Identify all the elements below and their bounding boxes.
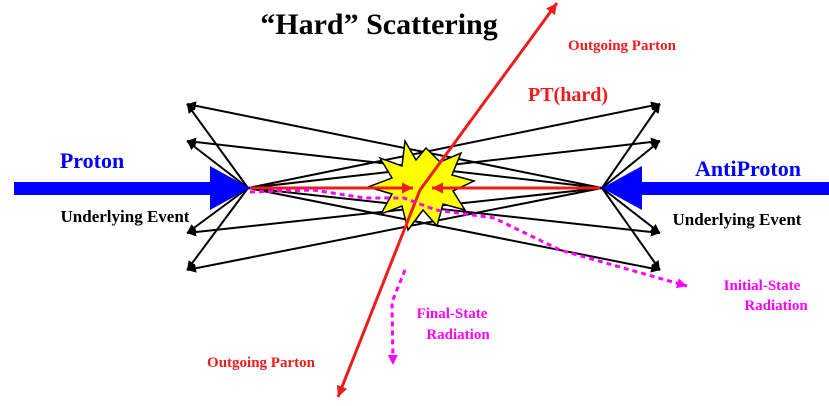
proton-beam-arrowhead xyxy=(210,166,250,210)
outgoing-parton-top-label: Outgoing Parton xyxy=(568,38,677,54)
outgoing-parton-bottom-arrow xyxy=(336,189,422,398)
antiproton-label: AntiProton xyxy=(695,156,801,181)
final-state-radiation-label-line2: Radiation xyxy=(426,327,490,343)
ue-left-arrow-8 xyxy=(247,187,661,273)
antiproton-beam-shaft xyxy=(638,182,829,195)
pt-hard-label: PT(hard) xyxy=(528,84,608,106)
antiproton-beam xyxy=(602,166,829,210)
final-state-radiation-arrow xyxy=(387,269,407,366)
initial-state-radiation-label-line1: Initial-State xyxy=(724,278,801,294)
ue-left-arrow-1 xyxy=(186,103,249,189)
ue-right-arrow-7 xyxy=(186,187,603,237)
initial-state-radiation-label-line2: Radiation xyxy=(744,298,808,314)
outgoing-parton-top-arrow xyxy=(418,2,559,191)
ue-left-arrow-7 xyxy=(247,187,661,237)
ue-right-arrow-3 xyxy=(601,187,661,234)
radiation-arrows xyxy=(249,188,688,366)
final-state-radiation-label-line1: Final-State xyxy=(417,306,488,322)
antiproton-beam-arrowhead xyxy=(602,166,642,210)
ue-right-arrow-4 xyxy=(601,187,661,271)
underlying-event-right-label: Underlying Event xyxy=(673,210,802,229)
initial-state-radiation-arrow xyxy=(249,188,688,289)
ue-right-arrow-8 xyxy=(186,187,603,273)
collision-burst-icon xyxy=(365,138,477,232)
ue-left-arrow-3 xyxy=(186,187,249,234)
proton-beam xyxy=(14,166,250,210)
outgoing-partons xyxy=(336,2,559,398)
proton-label: Proton xyxy=(60,148,124,173)
ue-right-arrow-5 xyxy=(186,101,603,189)
outgoing-parton-bottom-label: Outgoing Parton xyxy=(207,355,316,371)
diagram-title: “Hard” Scattering xyxy=(260,8,497,41)
ue-right-arrow-1 xyxy=(601,103,661,189)
ue-right-arrow-2 xyxy=(601,140,661,189)
proton-beam-shaft xyxy=(14,182,214,195)
ue-left-arrow-2 xyxy=(186,140,249,189)
underlying-event-left-label: Underlying Event xyxy=(61,207,190,226)
